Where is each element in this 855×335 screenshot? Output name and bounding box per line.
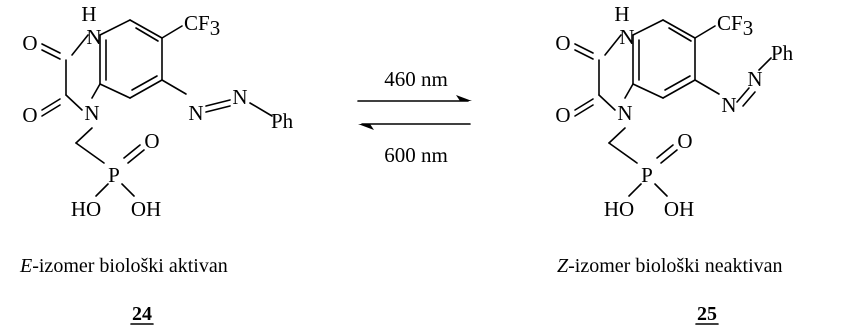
e-nitrogen-4-label: N — [86, 25, 101, 49]
z-carbonyl-oxygen-bottom-label: O — [555, 103, 570, 127]
compound-number-25: 25 — [697, 303, 717, 325]
e-cf3-label: CF3 — [184, 11, 220, 40]
e-carbonyl-oxygen-top-label: O — [22, 31, 37, 55]
e-isomer-caption: E-izomer biološki aktivan — [19, 255, 228, 277]
reverse-wavelength-label: 600 nm — [384, 143, 448, 167]
e-isomer-structure: H N O O N CF3 N N Ph P O HO OH — [22, 2, 293, 221]
z-azo-nitrogen-1-label: N — [721, 93, 736, 117]
equilibrium-arrows: 460 nm 600 nm — [357, 67, 472, 167]
forward-wavelength-label: 460 nm — [384, 67, 448, 91]
z-carbonyl-oxygen-top-label: O — [555, 31, 570, 55]
z-cf3-label: CF3 — [717, 11, 753, 40]
e-carbonyl-oxygen-bottom-label: O — [22, 103, 37, 127]
z-hydroxyl-right-label: OH — [664, 197, 694, 221]
reverse-arrowhead — [358, 124, 374, 130]
z-hydrogen-label: H — [614, 2, 629, 26]
forward-arrowhead — [456, 95, 472, 101]
e-azo-nitrogen-2-label: N — [232, 85, 247, 109]
e-hydroxyl-left-label: HO — [71, 197, 101, 221]
z-nitrogen-1-label: N — [617, 101, 632, 125]
e-azo-nitrogen-1-label: N — [188, 101, 203, 125]
z-phenyl-label: Ph — [771, 41, 794, 65]
z-phosphorus-label: P — [641, 163, 653, 187]
z-hydroxyl-left-label: HO — [604, 197, 634, 221]
e-hydroxyl-right-label: OH — [131, 197, 161, 221]
z-nitrogen-4-label: N — [619, 25, 634, 49]
compound-number-24: 24 — [132, 303, 152, 325]
e-phosphorus-label: P — [108, 163, 120, 187]
e-nitrogen-1-label: N — [84, 101, 99, 125]
z-isomer-structure: H N O O N CF3 N N Ph P O HO OH — [555, 2, 793, 221]
e-phenyl-label: Ph — [271, 109, 294, 133]
z-isomer-caption: Z-izomer biološki neaktivan — [557, 255, 783, 277]
e-hydrogen-label: H — [81, 2, 96, 26]
z-phosphoryl-oxygen-label: O — [677, 129, 692, 153]
e-phosphoryl-oxygen-label: O — [144, 129, 159, 153]
z-azo-nitrogen-2-label: N — [747, 67, 762, 91]
